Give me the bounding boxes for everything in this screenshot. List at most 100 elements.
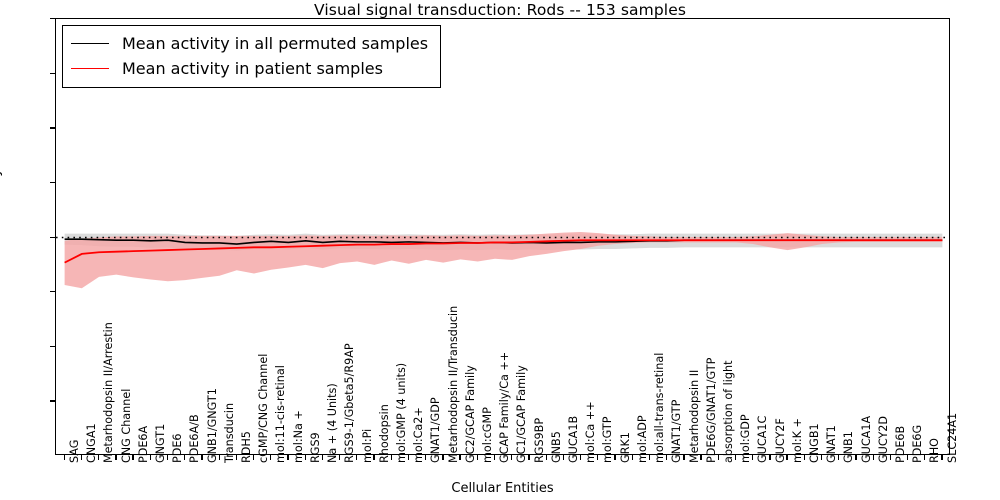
- x-tick-mark-12: [270, 455, 272, 460]
- x-tick-label-12: mol:11-cis-retinal: [274, 365, 288, 463]
- x-tick-label-27: RGS9BP: [532, 417, 546, 463]
- x-tick-label-24: mol:cGMP: [480, 407, 494, 463]
- y-tick-mark-7: [50, 18, 55, 20]
- x-tick-mark-27: [528, 455, 530, 460]
- x-tick-mark-25: [493, 455, 496, 460]
- legend-swatch-1: [71, 68, 109, 69]
- x-tick-mark-18: [373, 455, 375, 460]
- x-tick-label-19: mol:GMP (4 units): [394, 362, 408, 463]
- x-tick-mark-0: [63, 455, 65, 460]
- x-tick-label-47: GUCY2D: [876, 415, 890, 463]
- x-tick-mark-4: [132, 455, 134, 460]
- x-tick-label-2: Metarhodopsin II/Arrestin: [102, 322, 116, 463]
- x-tick-label-20: mol:Ca2+: [412, 407, 426, 463]
- chart-title: Visual signal transduction: Rods -- 153 …: [314, 1, 686, 19]
- x-tick-label-0: SAG: [67, 439, 81, 463]
- y-tick-mark-5: [50, 127, 55, 129]
- x-tick-mark-35: [666, 455, 668, 460]
- x-tick-mark-10: [235, 455, 238, 460]
- x-tick-label-1: CNGA1: [85, 423, 99, 463]
- x-tick-mark-37: [700, 455, 702, 460]
- x-tick-mark-1: [80, 455, 83, 460]
- x-tick-mark-15: [321, 455, 324, 460]
- x-tick-label-4: PDE6A: [136, 425, 150, 463]
- x-tick-label-35: GNAT1/GTP: [670, 399, 684, 463]
- x-tick-label-44: GNAT1: [825, 425, 839, 463]
- x-tick-mark-42: [786, 455, 788, 460]
- x-tick-label-30: mol:Ca ++: [584, 401, 598, 463]
- x-tick-mark-7: [184, 455, 186, 460]
- y-tick-mark-6: [50, 72, 55, 74]
- x-tick-mark-31: [597, 455, 599, 460]
- x-tick-mark-30: [579, 455, 582, 460]
- x-tick-label-5: GNGT1: [153, 423, 167, 463]
- x-tick-mark-19: [390, 455, 392, 460]
- legend-label-0: Mean activity in all permuted samples: [122, 34, 429, 53]
- x-tick-label-34: mol:all-trans-retinal: [653, 352, 667, 463]
- x-tick-mark-46: [855, 455, 857, 460]
- x-tick-label-42: mol:K +: [790, 418, 804, 463]
- plot-area: [55, 18, 950, 455]
- y-tick-mark-4: [50, 181, 55, 184]
- x-tick-mark-11: [252, 455, 255, 460]
- x-tick-label-50: RHO: [928, 438, 942, 463]
- patient-mean-line: [64, 239, 943, 264]
- x-tick-label-15: Na + (4 Units): [326, 383, 340, 463]
- x-tick-label-17: mol:Pi: [360, 428, 374, 463]
- x-tick-label-43: CNGB1: [808, 423, 821, 463]
- x-tick-mark-9: [218, 455, 220, 460]
- x-tick-label-40: GUCA1C: [756, 415, 770, 463]
- x-tick-label-13: mol:Na +: [291, 410, 305, 463]
- x-tick-mark-41: [769, 455, 771, 460]
- x-tick-mark-21: [425, 455, 427, 460]
- x-tick-label-39: mol:GDP: [739, 414, 753, 463]
- x-tick-mark-48: [889, 455, 892, 460]
- x-tick-label-51: SLC24A1: [945, 412, 959, 463]
- x-tick-label-36: Metarhodopsin II: [687, 369, 701, 463]
- x-tick-mark-2: [98, 455, 100, 460]
- x-tick-label-32: GRK1: [618, 432, 632, 463]
- x-tick-mark-24: [476, 455, 478, 460]
- chart-canvas: [56, 232, 949, 289]
- x-tick-mark-6: [166, 455, 169, 460]
- y-tick-mark-0: [50, 400, 55, 402]
- x-tick-label-45: GNB1: [842, 431, 856, 463]
- x-tick-label-8: GNB1/GNGT1: [205, 388, 219, 463]
- x-tick-label-41: GUCY2F: [773, 418, 787, 463]
- x-axis-label: Cellular Entities: [451, 481, 554, 496]
- legend-label-1: Mean activity in patient samples: [122, 59, 383, 78]
- x-tick-mark-33: [631, 455, 633, 460]
- y-tick-mark-1: [50, 345, 55, 348]
- x-tick-mark-23: [459, 455, 461, 460]
- x-tick-label-31: mol:GTP: [601, 416, 615, 463]
- x-tick-mark-16: [338, 455, 341, 460]
- x-tick-label-3: CNG Channel: [119, 388, 133, 463]
- x-tick-mark-8: [201, 455, 203, 460]
- x-tick-label-16: RGS9-1/Gbeta5/R9AP: [343, 343, 357, 463]
- x-tick-label-18: Rhodopsin: [377, 404, 391, 463]
- y-tick-mark-2: [50, 291, 55, 293]
- x-tick-mark-29: [562, 455, 565, 460]
- x-tick-label-9: Transducin: [222, 402, 236, 463]
- x-tick-label-28: GNB5: [549, 431, 563, 463]
- x-tick-mark-34: [648, 455, 651, 460]
- x-tick-label-37: PDE6G/GNAT1/GTP: [704, 357, 718, 463]
- x-tick-label-49: PDE6G: [911, 424, 925, 463]
- x-tick-label-26: GC1/GCAP Family: [515, 365, 529, 463]
- x-tick-mark-32: [614, 455, 616, 460]
- legend-entry-0: Mean activity in all permuted samples: [71, 31, 428, 56]
- x-tick-label-25: GCAP Family/Ca ++: [498, 351, 512, 463]
- x-tick-label-46: GUCA1A: [859, 415, 873, 463]
- x-tick-label-14: RGS9: [308, 432, 322, 463]
- x-tick-mark-17: [356, 455, 358, 460]
- x-tick-label-6: PDE6: [171, 433, 185, 463]
- x-tick-label-23: GC2/GCAP Family: [463, 365, 477, 463]
- x-tick-mark-20: [407, 455, 410, 460]
- x-tick-mark-39: [734, 455, 737, 460]
- x-tick-mark-28: [545, 455, 547, 460]
- y-axis-label: Inferred Activity: [0, 168, 3, 284]
- x-tick-label-11: cGMP/CNG Channel: [257, 353, 271, 463]
- x-tick-mark-5: [149, 455, 151, 460]
